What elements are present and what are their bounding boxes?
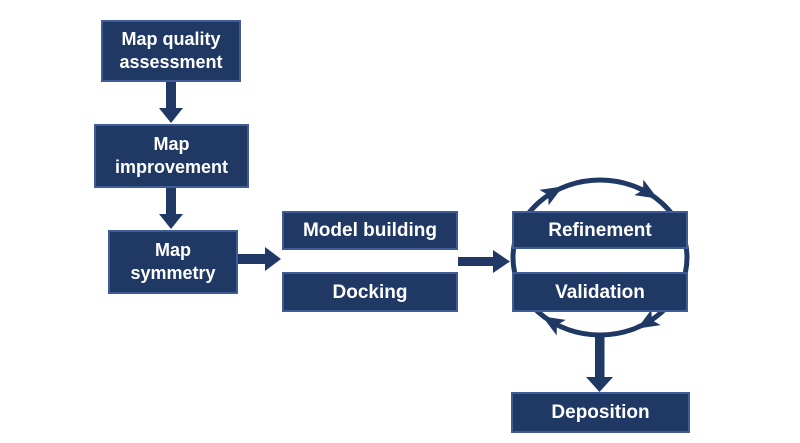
cycle-arrowhead-bottom-right: [637, 309, 661, 329]
arrow-map-symmetry-to-model-building: [238, 247, 281, 271]
cycle-arrowhead-top-right: [634, 179, 658, 199]
arrow-cycle-to-deposition: [586, 333, 613, 392]
node-model-building: Model building: [282, 211, 458, 250]
node-map-quality-assessment-label: Map quality assessment: [119, 28, 223, 72]
arrow-map-quality-to-map-improvement: [159, 82, 183, 123]
node-map-improvement-label: Map improvement: [114, 133, 229, 177]
node-refinement: Refinement: [512, 211, 688, 249]
arrow-model-building-to-refinement: [458, 250, 510, 273]
node-refinement-label: Refinement: [548, 219, 652, 241]
node-map-symmetry: Map symmetry: [108, 230, 238, 294]
cycle-arrowhead-bottom-left: [542, 316, 566, 336]
node-validation-label: Validation: [555, 281, 645, 303]
cycle-arrowhead-top-left: [539, 186, 563, 206]
node-model-building-label: Model building: [302, 220, 438, 241]
arrow-map-improvement-to-map-symmetry: [159, 188, 183, 229]
node-map-improvement: Map improvement: [94, 124, 249, 188]
node-deposition: Deposition: [511, 392, 690, 433]
node-deposition-label: Deposition: [551, 402, 650, 423]
node-map-symmetry-label: Map symmetry: [130, 239, 216, 283]
node-map-quality-assessment: Map quality assessment: [101, 20, 241, 82]
node-docking-label: Docking: [332, 281, 408, 303]
node-docking: Docking: [282, 272, 458, 312]
node-validation: Validation: [512, 272, 688, 312]
